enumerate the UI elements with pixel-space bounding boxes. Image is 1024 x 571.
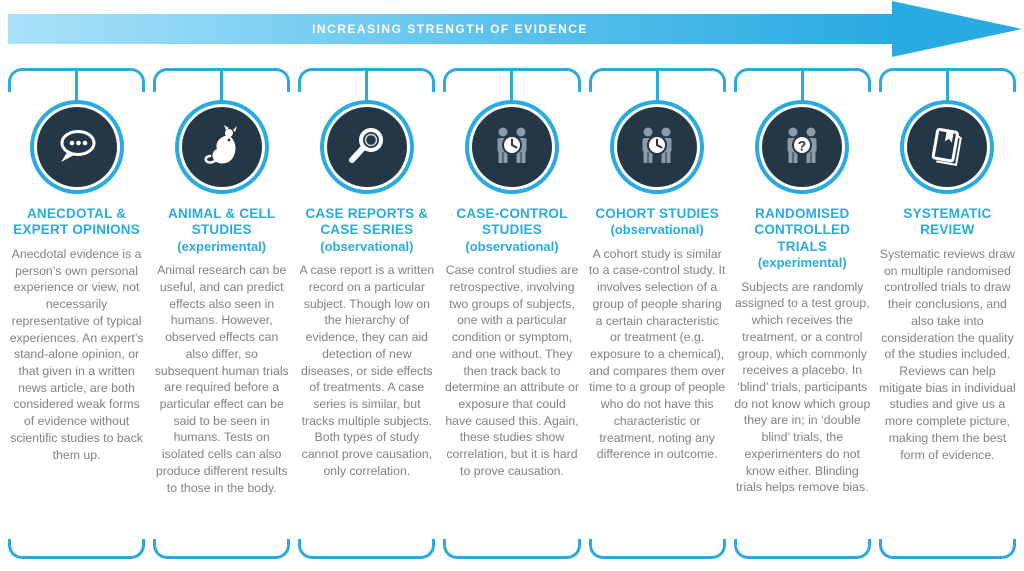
bracket-bottom [733, 539, 871, 559]
icon-circle [319, 100, 414, 194]
column-case-reports-series: CASE REPORTS & CASE SERIES (observationa… [298, 68, 436, 559]
speech-bubble-icon [53, 123, 101, 171]
column-subtitle: (observational) [320, 238, 414, 254]
icon-circle [29, 100, 124, 194]
column-description: Systematic reviews draw on multiple rand… [879, 246, 1016, 462]
bracket-top [8, 68, 146, 106]
column-subtitle: (observational) [610, 222, 704, 238]
bracket-top [878, 68, 1016, 106]
strength-arrow-head [892, 1, 1022, 57]
column-description: Case control studies are retrospective, … [445, 263, 579, 478]
people-question-icon: ? [778, 123, 826, 171]
bracket-top [443, 68, 581, 106]
bracket-top [733, 68, 871, 106]
column-title: SYSTEMATIC REVIEW [903, 206, 992, 238]
column-randomised-controlled-trials: ? RANDOMISED CONTROLLED TRIALS (experime… [733, 68, 871, 559]
column-title: COHORT STUDIES [595, 206, 719, 221]
bracket-bottom [298, 539, 436, 559]
people-clock-icon [633, 123, 681, 171]
column-animal-cell-studies: ANIMAL & CELL STUDIES (experimental) Ani… [153, 68, 291, 559]
column-subtitle: (experimental) [757, 255, 847, 271]
column-title: CASE-CONTROL STUDIES [456, 206, 568, 238]
bracket-top [298, 68, 436, 106]
column-description: Subjects are randomly assigned to a test… [734, 279, 871, 495]
column-anecdotal-expert-opinions: ANECDOTAL & EXPERT OPINIONS Anecdotal ev… [8, 68, 146, 559]
column-description: Animal research can be useful, and can p… [154, 263, 289, 495]
strength-arrow-label: INCREASING STRENGTH OF EVIDENCE [312, 22, 588, 36]
bracket-top [153, 68, 291, 106]
column-title: CASE REPORTS & CASE SERIES [305, 206, 429, 238]
column-subtitle: (observational) [465, 238, 559, 254]
mouse-icon [198, 123, 246, 171]
column-subtitle: (experimental) [177, 238, 267, 254]
bracket-bottom [443, 539, 581, 559]
column-description: A cohort study is similar to a case-cont… [588, 246, 726, 462]
bracket-bottom [588, 539, 726, 559]
bracket-bottom [878, 539, 1016, 559]
strength-arrow-body [8, 14, 892, 44]
evidence-columns: ANECDOTAL & EXPERT OPINIONS Anecdotal ev… [0, 62, 1024, 559]
icon-circle [610, 100, 705, 194]
column-title: RANDOMISED CONTROLLED TRIALS [754, 206, 851, 254]
column-systematic-review: SYSTEMATIC REVIEW Systematic reviews dra… [878, 68, 1016, 559]
bracket-top [588, 68, 726, 106]
column-cohort-studies: COHORT STUDIES (observational) A cohort … [588, 68, 726, 559]
svg-text:?: ? [798, 138, 807, 154]
column-title: ANIMAL & CELL STUDIES [168, 206, 276, 238]
bracket-bottom [153, 539, 291, 559]
icon-circle [174, 100, 269, 194]
icon-circle [900, 100, 995, 194]
bracket-bottom [8, 539, 146, 559]
icon-circle [464, 100, 559, 194]
people-clock-icon [488, 123, 536, 171]
column-title: ANECDOTAL & EXPERT OPINIONS [13, 206, 140, 238]
magnifier-icon [343, 123, 391, 171]
column-case-control-studies: CASE-CONTROL STUDIES (observational) Cas… [443, 68, 581, 559]
column-description: Anecdotal evidence is a person’s own per… [9, 246, 144, 462]
column-description: A case report is a written record on a p… [299, 263, 435, 478]
book-icon [923, 123, 971, 171]
strength-arrow: INCREASING STRENGTH OF EVIDENCE [0, 0, 1024, 62]
icon-circle: ? [755, 100, 850, 194]
